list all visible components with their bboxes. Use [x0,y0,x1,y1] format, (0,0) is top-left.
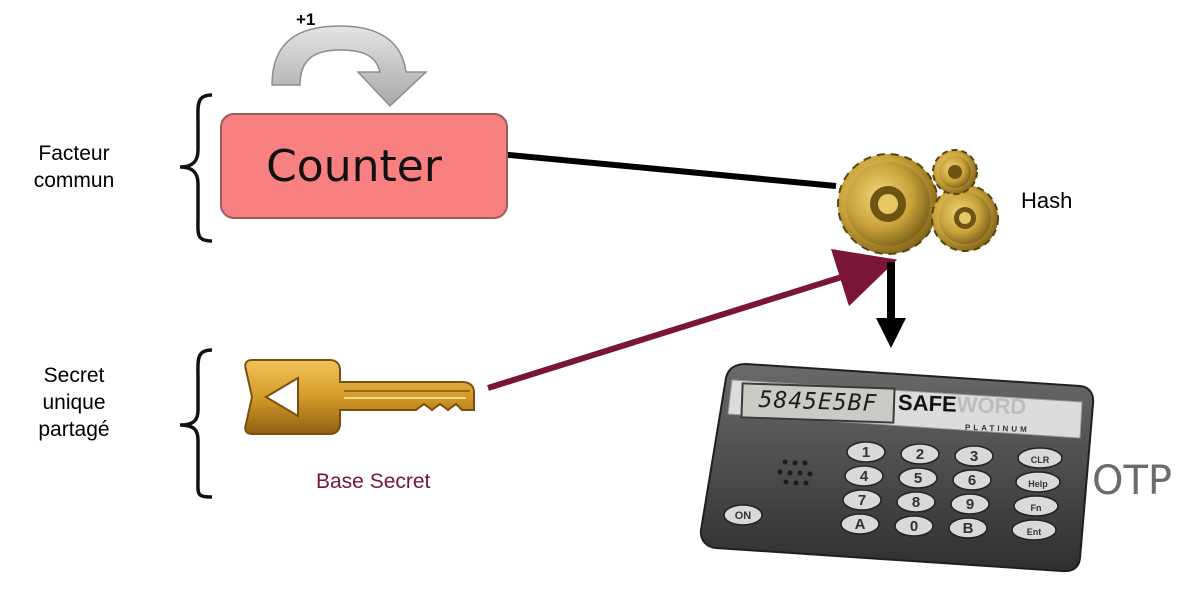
base-secret-label: Base Secret [316,470,431,493]
token-key: 6 [952,469,992,491]
token-on-key: ON [723,504,763,526]
token-key: 1 [846,441,886,463]
token-key: 7 [842,489,882,511]
token-key-label: 2 [916,446,924,463]
token-key-label: Fn [1031,503,1042,513]
token-key-label: 5 [914,470,922,487]
common-factor-brace [179,93,213,243]
token-key: B [948,517,988,539]
token-key-label: CLR [1031,455,1050,465]
otp-label: OTP [1092,458,1173,504]
token-display: 5845E5BF [758,386,878,418]
token-key: Ent [1011,519,1057,541]
token-key: Fn [1013,495,1059,517]
common-factor-line: commun [33,169,115,192]
token-key-label: 7 [858,492,866,509]
token-key-label: 9 [966,496,974,513]
token-key: 0 [894,515,934,537]
token-key-label: 1 [862,444,870,461]
token-key-label: 6 [968,472,976,489]
token-key-label: B [963,520,974,537]
token-key-label: 8 [912,494,920,511]
hash-to-otp-arrow [876,262,906,348]
increment-label: +1 [296,10,316,29]
token-keypad: 1 2 3 CLR 4 5 6 Help 7 8 9 FnA 0 B Ent ON [723,441,1063,541]
token-key: 3 [954,445,994,467]
token-brand: SAFEWORD [898,390,1027,420]
token-speaker [777,459,813,486]
counter-box: Counter [220,113,508,219]
token-key: CLR [1017,447,1063,469]
shared-secret-label: Secret unique partagé [14,362,134,443]
increment-arrow [271,25,428,108]
token-on-key-label: ON [735,510,752,522]
counter-to-hash-line [477,149,837,189]
token-key: 4 [844,465,884,487]
common-factor-line: Facteur [38,142,110,165]
common-factor-label: Facteur commun [14,140,134,194]
token-key-label: Help [1028,479,1048,489]
token-key: A [840,513,880,535]
token-key: 2 [900,443,940,465]
hash-gears-icon [837,149,999,255]
token-key-label: A [855,516,866,533]
hash-label: Hash [1021,188,1073,213]
shared-secret-line: Secret [43,364,105,387]
token-key-label: 0 [910,518,918,535]
secret-to-hash-arrow [487,248,898,391]
shared-secret-brace [179,348,213,499]
counter-label: Counter [266,140,442,192]
token-brand-primary: SAFE [897,389,958,417]
shared-secret-line: partagé [38,418,110,441]
otp-token-device: 1 2 3 CLR 4 5 6 Help 7 8 9 FnA 0 B Ent ON [699,362,1095,573]
token-key: 5 [898,467,938,489]
key-icon [244,359,475,435]
token-key: 8 [896,491,936,513]
token-key: 9 [950,493,990,515]
token-key: Help [1015,471,1061,493]
token-brand-secondary: WORD [956,391,1027,420]
token-key-label: 4 [860,468,869,485]
token-key-label: Ent [1027,527,1042,537]
token-key-label: 3 [970,448,978,465]
shared-secret-line: unique [42,391,106,414]
